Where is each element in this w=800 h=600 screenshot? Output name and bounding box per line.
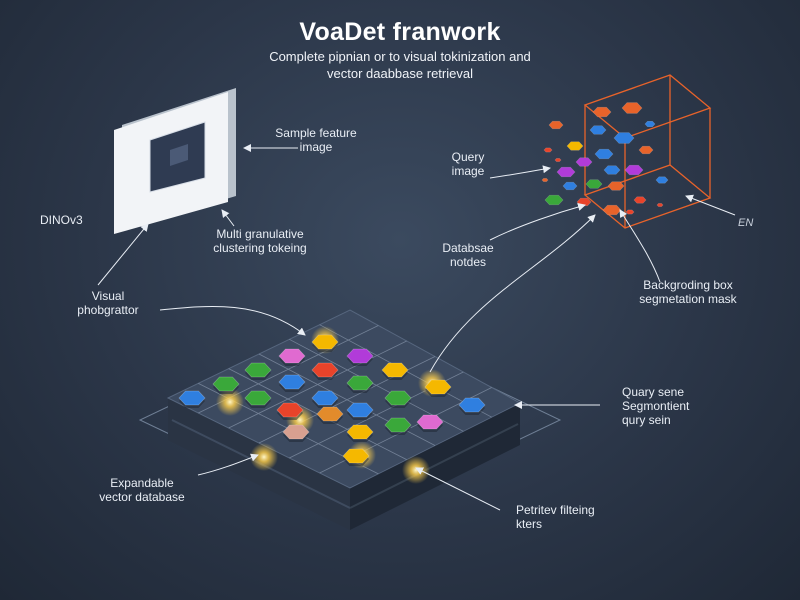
label-visual-phobgrattor: Visual phobgrattor <box>58 289 158 317</box>
token-hex <box>316 406 344 422</box>
label-expandable-line1: Expandable <box>110 476 174 490</box>
cloud-token <box>589 125 607 135</box>
vector-database-platform <box>138 309 562 530</box>
token-hex <box>244 390 272 406</box>
token-hex <box>212 376 240 392</box>
cloud-token <box>633 196 647 204</box>
label-expandable-db: Expandable vector database <box>82 476 202 504</box>
page-subtitle: Complete pipnian or to visual tokinizati… <box>0 48 800 82</box>
token-hex <box>178 390 206 406</box>
label-retriever-line1: Petritev filteing <box>516 503 595 517</box>
cloud-token <box>544 194 564 206</box>
label-multi-granulative-line1: Multi granulative <box>216 227 304 241</box>
label-query-image: Query image <box>428 150 508 178</box>
label-retriever-filter: Petritev filteing kters <box>516 503 595 531</box>
cloud-token <box>624 164 644 176</box>
label-query-scene-line1: Quary sene <box>622 385 685 399</box>
glow-light <box>250 443 278 471</box>
token-hex <box>384 417 412 433</box>
label-query-scene-line2: Segmontient <box>622 399 690 413</box>
token-hex <box>424 379 452 395</box>
cloud-token <box>556 166 576 178</box>
label-multi-granulative: Multi granulative clustering tokeing <box>200 227 320 255</box>
token-hex <box>244 362 272 378</box>
label-database-nodes: Databsae notdes <box>428 241 508 269</box>
label-background-box: Backgroding box segmetation mask <box>618 278 758 306</box>
cloud-token <box>554 158 562 162</box>
label-expandable-line2: vector database <box>99 490 185 504</box>
label-query-image-line1: Query <box>451 150 485 164</box>
label-visual-line2: phobgrattor <box>77 303 139 317</box>
cloud-token <box>594 148 614 160</box>
cloud-token <box>625 209 635 215</box>
cloud-token <box>575 157 593 167</box>
glow-light <box>216 388 244 416</box>
cloud-token <box>543 147 553 153</box>
token-hex <box>282 424 310 440</box>
sample-feature-image <box>114 88 236 234</box>
cloud-token <box>607 181 625 191</box>
database-token-grid <box>178 334 486 466</box>
token-hex <box>384 390 412 406</box>
cloud-token <box>638 145 654 155</box>
token-hex <box>346 348 374 364</box>
label-dinov3: DINOv3 <box>40 213 83 227</box>
cloud-token <box>541 178 549 182</box>
cloud-token <box>656 203 664 207</box>
label-background-box-line1: Backgroding box <box>643 278 733 292</box>
connector-lines <box>97 144 736 511</box>
label-sample-feature-line2: image <box>299 140 333 154</box>
cloud-token <box>621 102 643 114</box>
cloud-token <box>585 179 603 189</box>
query-token-cloud <box>541 102 669 216</box>
cloud-token <box>576 197 592 207</box>
label-partial-glyph: EN <box>738 217 754 229</box>
token-hex <box>276 402 304 418</box>
label-database-nodes-line1: Databsae <box>442 241 494 255</box>
token-hex <box>278 348 306 364</box>
cloud-token <box>603 165 621 175</box>
cloud-token <box>548 120 564 130</box>
cloud-token <box>562 181 578 191</box>
token-hex <box>311 334 339 350</box>
cloud-token <box>592 106 612 118</box>
label-sample-feature-line1: Sample feature <box>275 126 357 140</box>
label-query-image-line2: image <box>451 164 485 178</box>
subtitle-line-2: vector daabbase retrieval <box>327 66 473 81</box>
cloud-token <box>644 121 656 127</box>
glow-light <box>402 456 430 484</box>
label-query-scene-line3: qury sein <box>622 413 671 427</box>
token-hex <box>381 362 409 378</box>
token-hex <box>416 414 444 430</box>
subtitle-line-1: Complete pipnian or to visual tokinizati… <box>269 49 531 64</box>
token-hex <box>346 424 374 440</box>
page-title: VoaDet franwork <box>299 18 501 46</box>
label-multi-granulative-line2: clustering tokeing <box>213 241 307 255</box>
label-query-scene: Quary sene Segmontient qury sein <box>622 385 689 427</box>
label-visual-line1: Visual <box>91 289 125 303</box>
token-hex <box>342 448 370 464</box>
cloud-token <box>602 204 622 216</box>
cloud-token <box>655 176 669 184</box>
token-hex <box>346 402 374 418</box>
label-background-box-line2: segmetation mask <box>639 292 737 306</box>
cloud-token <box>566 141 584 151</box>
label-retriever-line2: kters <box>516 517 543 531</box>
label-sample-feature-image: Sample feature image <box>266 126 366 154</box>
token-hex <box>278 374 306 390</box>
label-database-nodes-line2: notdes <box>449 255 487 269</box>
token-hex <box>346 375 374 391</box>
cloud-token <box>613 132 635 144</box>
token-hex <box>311 390 339 406</box>
token-hex <box>458 397 486 413</box>
token-hex <box>311 362 339 378</box>
